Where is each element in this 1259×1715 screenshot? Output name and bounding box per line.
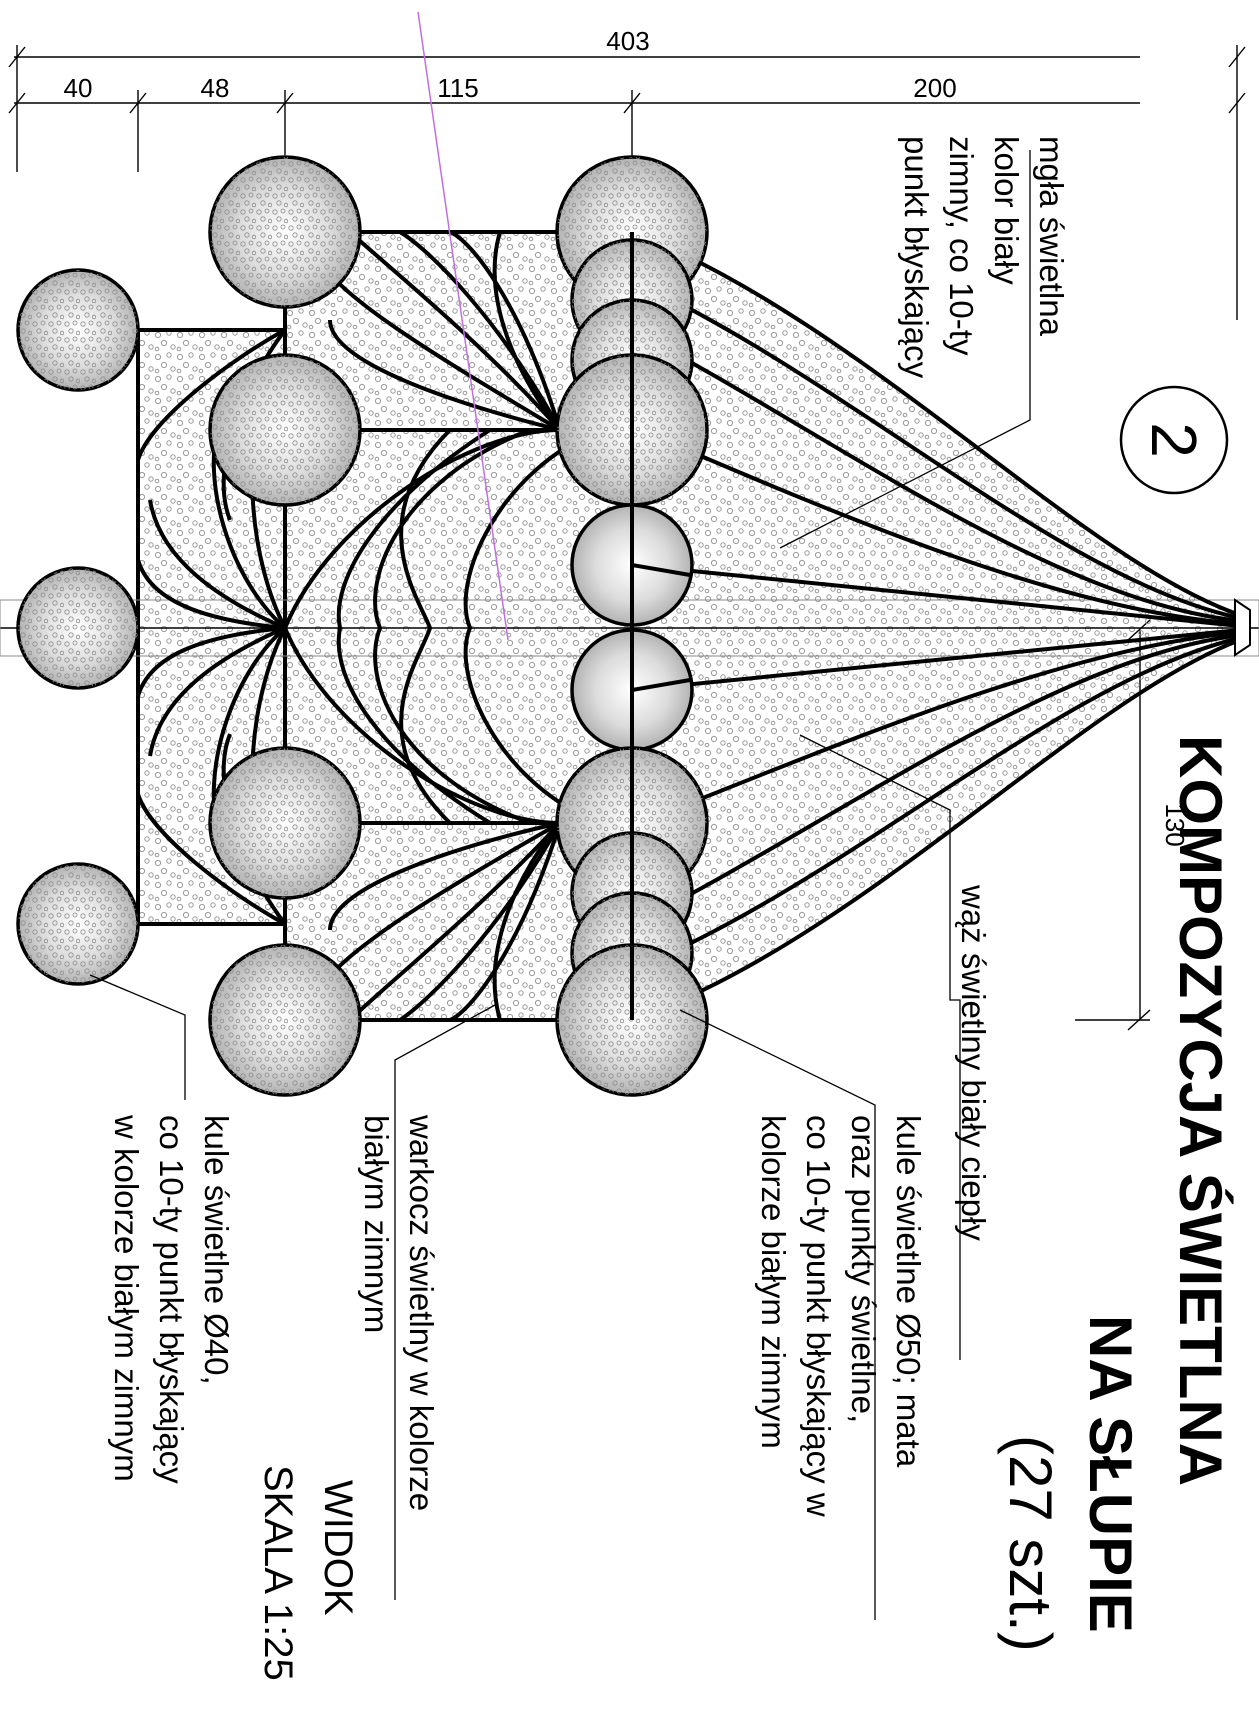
title-line-2: NA SŁUPIE (1077, 1315, 1144, 1633)
light-balls-40 (16, 155, 362, 1097)
drawing-number-circle (1119, 385, 1229, 495)
scale-label: SKALA 1:25 (256, 1465, 300, 1681)
label-snake: wąż świetlny biały ciepły (955, 884, 992, 1241)
leader-lines (89, 150, 1031, 1620)
light-snake-lines (631, 230, 1251, 1022)
view-label: WIDOK (316, 1480, 360, 1616)
label-balls50-line: kule świetlne Ø50; mata (890, 1115, 927, 1468)
label-braid: warkocz świetlny w kolorze białym zimnym (358, 1114, 440, 1511)
label-mist-line: kolor biały (988, 136, 1025, 285)
label-balls40-line: co 10-ty punkt błyskający (153, 1115, 190, 1484)
label-balls50-line: kolorze białym zimnym (755, 1115, 792, 1449)
label-balls50-line: oraz punkty świetlne, (845, 1115, 882, 1423)
label-balls-50: kule świetlne Ø50; mata oraz punkty świe… (755, 1115, 927, 1517)
title-line-1: KOMPOZYCJA ŚWIETLNA (1167, 735, 1234, 1486)
label-balls50-line: co 10-ty punkt błyskający w (800, 1115, 837, 1517)
label-balls40-line: w kolorze białym zimnym (108, 1114, 145, 1482)
label-balls40-line: kule świetlne Ø40, (198, 1115, 235, 1385)
count-label: (27 szt.) (997, 1435, 1064, 1652)
label-mist-line: mgła świetlna (1033, 136, 1070, 337)
label-mist-line: zimny, co 10-ty (943, 136, 980, 356)
drawing-number: 2 (1138, 422, 1210, 458)
dim-seg-1: 40 (64, 73, 93, 103)
dim-seg-4: 200 (913, 73, 956, 103)
dimension-lines (8, 45, 1246, 1031)
dim-seg-2: 48 (201, 73, 230, 103)
dim-seg-3: 115 (437, 73, 478, 103)
label-snake-line: wąż świetlny biały ciepły (955, 884, 992, 1241)
label-braid-line: warkocz świetlny w kolorze (403, 1114, 440, 1511)
dim-total: 403 (606, 26, 649, 56)
light-balls-50 (555, 155, 709, 1097)
label-mist-line: punkt błyskający (898, 136, 935, 379)
label-mist: mgła świetlna kolor biały zimny, co 10-t… (898, 136, 1070, 379)
guide-line (417, 11, 509, 641)
label-balls-40: kule świetlne Ø40, co 10-ty punkt błyska… (108, 1114, 235, 1484)
light-braid-curves (136, 230, 601, 1022)
dim-height: 130 (1160, 803, 1190, 846)
label-braid-line: białym zimnym (358, 1115, 395, 1333)
